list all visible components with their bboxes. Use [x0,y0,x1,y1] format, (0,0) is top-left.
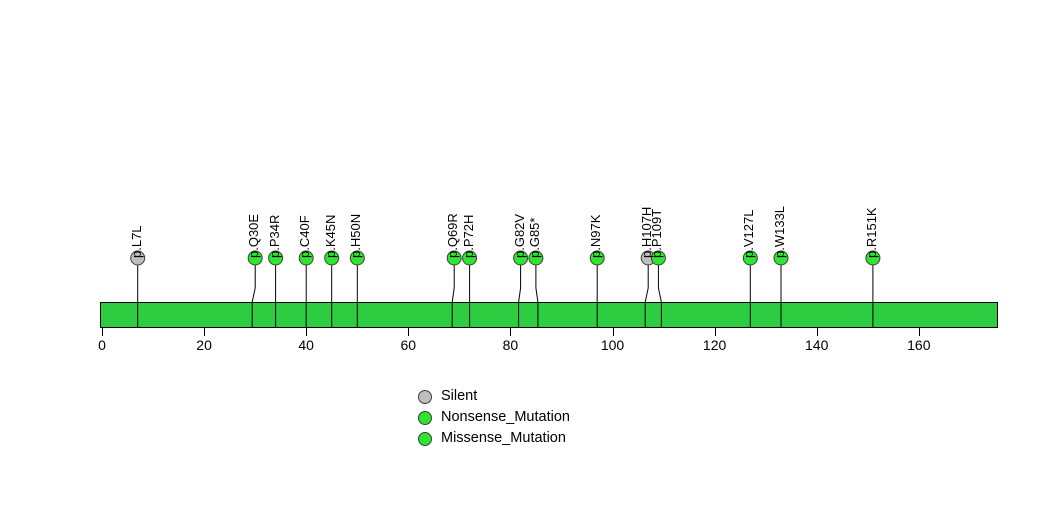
mutation-label: p.C40F [297,215,313,258]
mutation-label: p.W133L [771,205,787,258]
mutation-label: p.P109T [649,208,665,258]
lollipop-head[interactable] [130,250,146,266]
protein-bar [100,302,998,328]
axis-tick-label: 120 [702,337,727,353]
legend-color-dot-icon [418,410,432,425]
legend-item[interactable]: Silent [418,389,477,404]
lollipop-stem [518,265,522,327]
mutation-label: p.N97K [588,214,604,258]
legend-item[interactable]: Missense_Mutation [418,431,566,446]
legend-label: Missense_Mutation [441,430,566,446]
mutation-label: p.Q30E [246,213,262,258]
mutation-label: p.H50N [348,213,364,258]
axis-tick-label: 40 [298,337,314,353]
axis-tick-label: 100 [600,337,625,353]
lollipop-head[interactable] [349,250,365,266]
lollipop-head[interactable] [773,250,789,266]
legend-label: Silent [441,388,478,404]
lollipop-stem [644,265,649,327]
mutation-label: p.L7L [128,225,144,258]
lollipop-head[interactable] [268,250,284,266]
mutation-label: p.V127L [741,209,757,258]
legend-color-dot-icon [418,389,432,404]
lollipop-head[interactable] [462,250,478,266]
mutation-label: p.G85* [526,217,542,258]
mutation-label: p.Q69R [445,213,461,258]
mutation-label: p.P72H [460,214,476,258]
axis-tick-label: 0 [98,337,106,353]
lollipop-stem [535,265,539,327]
axis-tick-label: 20 [196,337,212,353]
legend-label: Nonsense_Mutation [441,409,570,425]
lollipop-head[interactable] [589,250,605,266]
legend-item[interactable]: Nonsense_Mutation [418,410,570,425]
legend-color-dot-icon [418,431,432,446]
lollipop-head[interactable] [513,250,529,266]
axis-tick-label: 80 [502,337,519,353]
lollipop-head[interactable] [650,250,666,266]
lollipop-head[interactable] [298,250,314,266]
mutation-label: p.P34R [266,214,282,258]
axis-tick-label: 60 [400,337,417,353]
mutation-label: p.G82V [511,213,527,258]
lollipop-head[interactable] [865,250,881,266]
mutation-label: p.R151K [863,207,879,258]
lollipop-head[interactable] [742,250,758,266]
lollipop-head[interactable] [446,250,462,266]
lollipop-stem [451,265,455,327]
lollipop-stem [657,265,662,327]
lollipop-head[interactable] [528,250,544,266]
axis-tick-label: 160 [907,337,931,353]
lollipop-stem [251,265,256,327]
lollipop-head[interactable] [324,250,340,266]
axis-tick-label: 140 [805,337,829,353]
lollipop-head[interactable] [247,250,263,266]
mutation-label: p.K45N [322,214,338,258]
